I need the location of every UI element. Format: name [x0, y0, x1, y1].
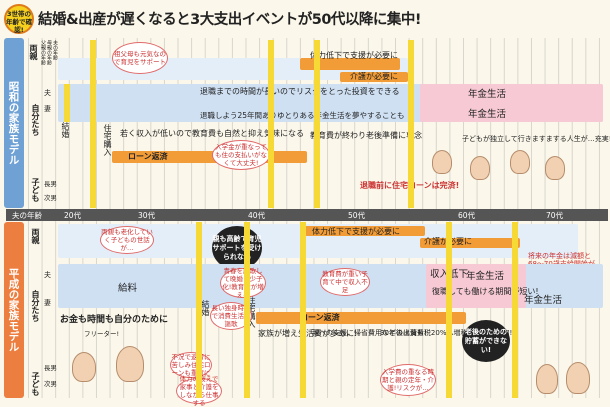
heisei-rehire-text: 復職しても働ける期間が短い! [432, 287, 539, 296]
heisei-care-text-1: 体力低下で支援が必要に [312, 227, 400, 236]
heisei-family-cost: 家族が増え生活費が多めに! [258, 329, 358, 338]
showa-wife-label: 妻 [44, 105, 51, 113]
heisei-parent-bubble: 両親も老化していく子どもの世話が… [100, 226, 154, 254]
heisei-marker-retire [512, 222, 518, 398]
heisei-marker-marriage [196, 222, 202, 398]
heisei-marker-college [446, 222, 452, 398]
heisei-care-band-1 [305, 226, 425, 236]
heisei-pension-band [426, 264, 526, 308]
heisei-marker-birth [300, 222, 306, 398]
showa-parent-bubble: 祖父母も元気なので育児をサポート [112, 42, 168, 74]
showa-elder-comment: 子どもが独立して行きますまする人生が…充実! [462, 135, 610, 143]
showa-marker-birth [90, 40, 96, 208]
showa-marker-empty [314, 40, 320, 208]
showa-edu-end-text: 教育費が終わり老後準備に専念 [310, 131, 422, 140]
axis-40s: 40代 [248, 211, 266, 220]
showa-parents-label: 両親 [29, 44, 38, 60]
showa-self-age-label: 夫の年齢 [52, 40, 58, 60]
heisei-loan-label: ローン返済 [300, 313, 340, 322]
showa-pension-band [420, 84, 603, 122]
showa-husband-label: 夫 [44, 89, 51, 97]
showa-care-text-2: 介護が必要に [350, 72, 398, 81]
heisei-money-note: お金も時間も自分のために [60, 315, 169, 325]
showa-father-age-label: 父親の年齢 [40, 40, 46, 65]
axis-30s: 30代 [138, 211, 156, 220]
showa-retire-prep-text: 退職しよう25年間ありゆとりある年金生活を夢やすることも [200, 111, 405, 120]
showa-self-label: 自分たち [31, 104, 40, 136]
showa-care-text-1: 体力低下で支援が必要に [310, 51, 398, 60]
showa-marker-marriage [64, 84, 70, 122]
heisei-wife-label: 妻 [44, 299, 51, 307]
age-axis: 夫の年齢 20代 30代 40代 50代 60代 70代 [6, 209, 608, 221]
heisei-bubble-c: 教育費が重い子育て中で収入不足 [320, 268, 370, 296]
showa-house-label: 住宅購入 [103, 124, 112, 156]
heisei-eldest-label: 長男 [44, 364, 57, 372]
axis-50s: 50代 [348, 211, 366, 220]
showa-pension-label-2: 年金生活 [468, 109, 507, 120]
woman-icon [116, 346, 144, 382]
heisei-wedding-label: 結婚 [201, 300, 210, 316]
axis-label: 夫の年齢 [12, 211, 42, 220]
heisei-husband-label: 夫 [44, 271, 51, 279]
heisei-friend-note: フリーター! [84, 330, 120, 338]
showa-mother-age-label: 母親の年齢 [46, 40, 52, 65]
showa-low-income-text: 若く収入が低いので教育費も自然と抑え気味になる [120, 129, 304, 138]
showa-pension-label: 年金生活 [468, 89, 507, 100]
heisei-black-bubble: 親も高齢で育児サポートを受けられない [212, 226, 262, 270]
showa-wedding-label: 結婚 [61, 122, 70, 138]
showa-marker-college [268, 40, 274, 208]
heisei-bubble-a: 青春を謳歌して晩婚・少子化!教育費が増える [220, 267, 266, 299]
showa-children-label: 子ども [31, 178, 40, 202]
axis-70s: 70代 [546, 211, 564, 220]
showa-loan-label: ローン返済 [128, 152, 168, 161]
young-family-icon [510, 150, 530, 174]
showa-kids-bubble: 入学金が重なっても住の支払いがなくて大丈夫! [212, 140, 270, 170]
showa-section-label: 昭和の家族モデル [4, 38, 24, 208]
caregiver-icon [536, 364, 558, 394]
showa-marker-retire [408, 40, 414, 208]
page-title: 結婚&出産が遅くなると3大支出イベントが50代以降に集中! [38, 12, 422, 28]
heisei-parents-label: 両親 [31, 228, 40, 244]
heisei-savings-bubble: 老後のための貯蓄ができない! [462, 320, 510, 362]
heisei-bubble-f: 入学費の重なる時期と親の定年・介護!リスクが… [380, 364, 436, 396]
motorcycle-rider-icon [72, 352, 96, 382]
axis-20s: 20代 [64, 211, 82, 220]
wheelchair-elder-icon [566, 362, 590, 394]
elderly-woman-icon [470, 156, 490, 180]
showa-invest-text: 退職までの時間が長いのでリスクをとった投資をできる [200, 87, 400, 96]
age-check-badge: 3世帯の年齢で確認! [4, 4, 34, 34]
axis-60s: 60代 [458, 211, 476, 220]
baby-icon [545, 156, 565, 180]
heisei-bubble-d: 不況で返済に苦しみ住宅ローンも重荷に [170, 352, 212, 378]
showa-care-band-2 [340, 72, 408, 82]
heisei-pension-label: 年金生活 [466, 271, 505, 282]
heisei-care-band-2 [420, 238, 520, 248]
heisei-section-label: 平成の家族モデル [4, 222, 24, 398]
heisei-marker-house [244, 222, 250, 398]
heisei-second-label: 次男 [44, 380, 57, 388]
heisei-care-cost: 親への支援、帰省費用などの出費も! [312, 329, 427, 337]
showa-care-band-1 [300, 58, 400, 70]
heisei-pension-label-2: 年金生活 [524, 295, 563, 306]
heisei-children-label: 子ども [31, 372, 40, 396]
heisei-loan-band [256, 312, 466, 324]
elderly-man-icon [432, 150, 452, 174]
heisei-salary-label: 給料 [118, 283, 138, 294]
showa-eldest-label: 長男 [44, 180, 57, 188]
showa-second-label: 次男 [44, 194, 57, 202]
heisei-self-label: 自分たち [31, 290, 40, 322]
